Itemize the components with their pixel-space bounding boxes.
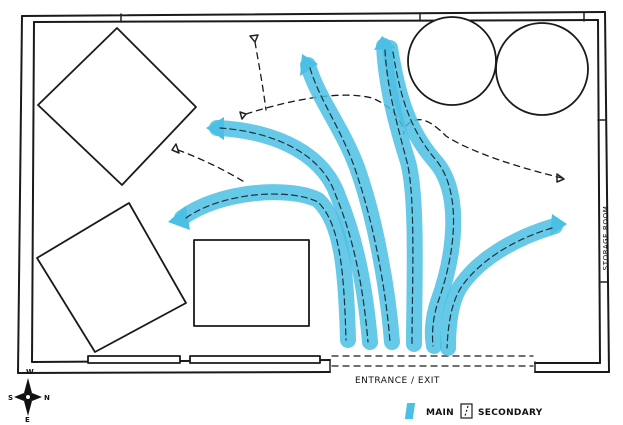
display-shelf-center	[193, 239, 310, 327]
legend-secondary-label: SECONDARY	[478, 408, 543, 418]
storage-room-label: STORAGE ROOM	[602, 206, 610, 271]
dashed-line-swatch-icon	[460, 403, 473, 419]
room-walls	[17, 11, 610, 374]
main-path	[440, 218, 563, 356]
compass-label-east: E	[25, 416, 30, 424]
compass-rose-icon	[14, 378, 42, 416]
round-table-left	[407, 16, 497, 106]
arrowhead	[168, 206, 190, 230]
arrowhead	[550, 214, 567, 236]
secondary-path	[405, 119, 563, 179]
furniture	[36, 16, 589, 353]
secondary-path	[254, 41, 267, 111]
display-table-northwest	[37, 27, 197, 186]
compass-label-west: W	[26, 368, 34, 376]
entrance-label: ENTRANCE / EXIT	[355, 376, 440, 386]
main-path	[174, 184, 356, 348]
arrowhead	[300, 54, 318, 76]
secondary-path	[245, 94, 405, 135]
compass-label-north: N	[44, 394, 50, 402]
compass-label-south: S	[8, 394, 13, 402]
display-table-west	[36, 202, 187, 353]
arrowhead	[374, 36, 396, 50]
legend-main-label: MAIN	[426, 408, 454, 418]
round-table-right	[495, 22, 589, 116]
legend: MAIN SECONDARY	[404, 403, 543, 419]
main-path	[376, 38, 423, 352]
blue-marker-swatch-icon	[404, 403, 416, 419]
secondary-paths	[171, 34, 565, 184]
front-counters	[87, 355, 321, 364]
main-paths	[168, 36, 567, 356]
secondary-path	[177, 149, 247, 184]
arrowhead	[206, 117, 224, 140]
entrance-opening	[331, 355, 534, 367]
